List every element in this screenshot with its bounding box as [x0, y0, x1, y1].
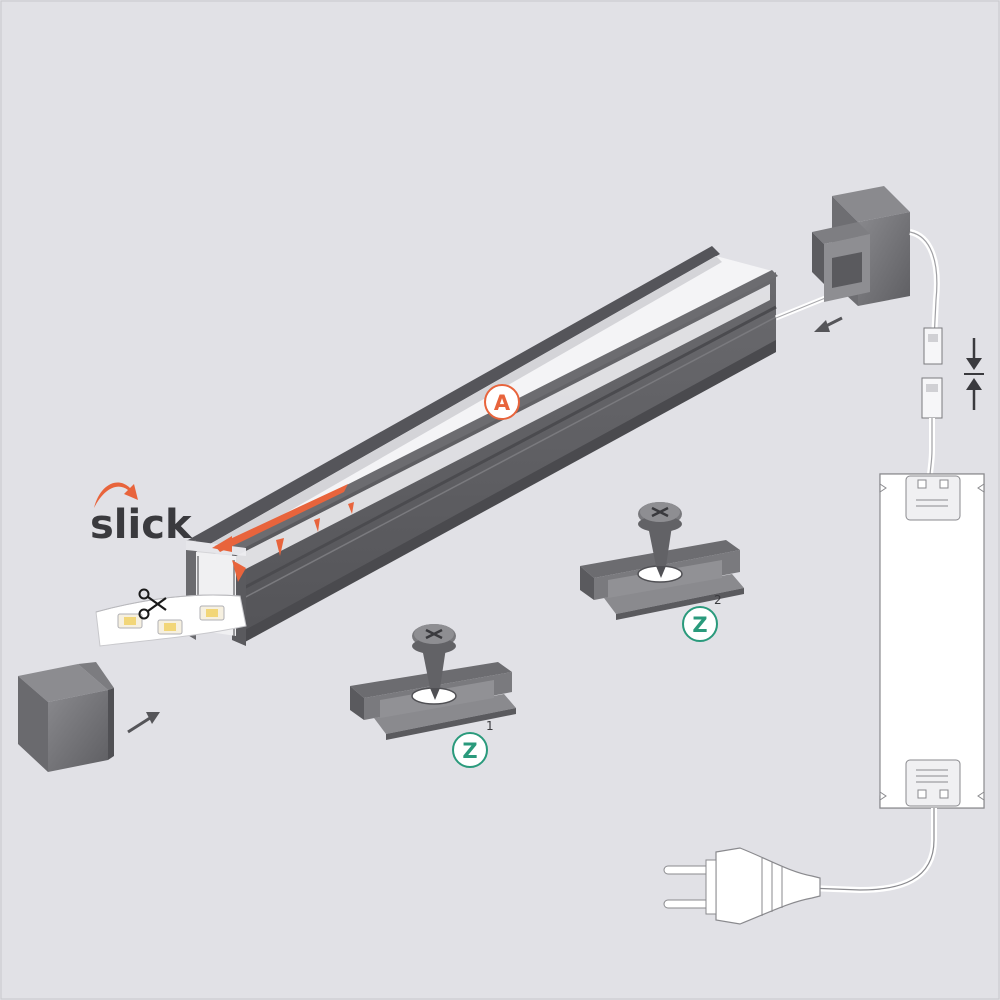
terminal-block-top	[905, 475, 961, 521]
callout-profile-label: A	[494, 391, 511, 415]
callout-clip-1: Z 1	[452, 719, 494, 768]
end-cap-with-cable	[775, 186, 910, 321]
end-cap	[18, 662, 114, 772]
insert-arrow	[215, 484, 348, 552]
led-chip	[199, 605, 225, 621]
led-strip	[95, 594, 247, 647]
logo-swoosh	[94, 482, 138, 508]
power-plug-icon	[663, 847, 821, 925]
callout-clip-2: Z 2	[682, 593, 722, 642]
terminal-block-bottom	[905, 759, 961, 807]
mains-cable	[807, 808, 937, 894]
led-chip	[157, 619, 183, 635]
led-chip	[117, 613, 143, 629]
power-supply	[879, 473, 985, 809]
callout-profile: A	[484, 384, 520, 420]
arrow-icon	[814, 316, 843, 332]
connector-male	[923, 327, 943, 365]
logo-text: slick	[90, 502, 193, 548]
callout-clip-1-label: Z	[462, 739, 477, 763]
mounting-clip-1	[350, 624, 516, 740]
callout-clip-1-index: 1	[486, 719, 494, 733]
arrow-icon	[127, 712, 160, 734]
power-cable	[909, 229, 943, 477]
mounting-clip-2	[580, 502, 744, 620]
callout-clip-2-label: Z	[692, 613, 707, 637]
slick-logo: slick	[90, 482, 193, 548]
scissors-icon	[138, 588, 167, 620]
screw-icon	[412, 624, 456, 700]
compress-icon	[964, 338, 984, 410]
callout-clip-2-index: 2	[714, 593, 722, 607]
screw-icon	[638, 502, 682, 578]
